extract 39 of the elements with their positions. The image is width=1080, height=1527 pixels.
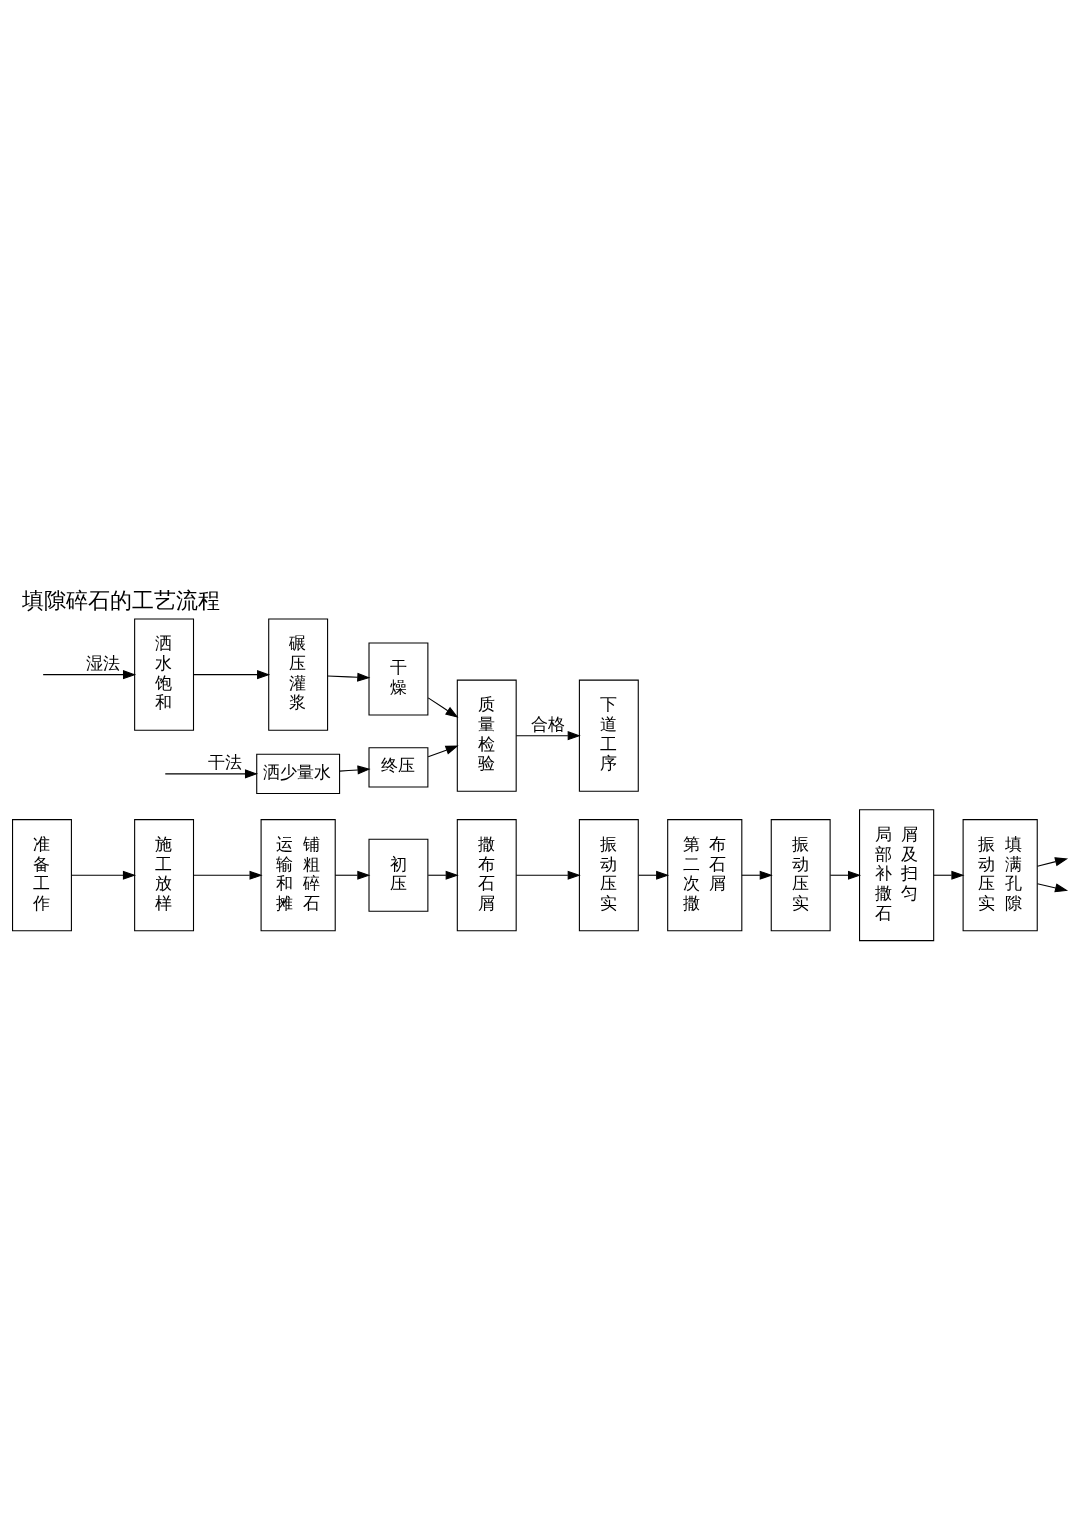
node-box: 撒布石屑 bbox=[456, 819, 517, 932]
node-box: 施工放样 bbox=[134, 819, 195, 932]
node-box: 下道工序 bbox=[578, 679, 639, 792]
arrow bbox=[327, 672, 371, 682]
diagram-title: 填隙碎石的工艺流程 bbox=[22, 588, 221, 614]
arrow bbox=[334, 870, 371, 880]
edge-label: 干法 bbox=[208, 752, 243, 773]
node-box: 振动压实 bbox=[770, 819, 831, 932]
arrow bbox=[427, 870, 459, 880]
arrow bbox=[164, 769, 259, 779]
node-box: 局部补撒石 屑及扫匀 bbox=[859, 809, 935, 942]
arrow bbox=[427, 697, 459, 718]
node-box: 干燥 bbox=[368, 642, 429, 716]
arrow bbox=[1036, 883, 1069, 893]
arrow bbox=[829, 870, 862, 880]
arrow bbox=[427, 745, 459, 758]
arrow bbox=[70, 870, 136, 880]
edge-label: 合格 bbox=[530, 714, 565, 735]
arrow bbox=[638, 870, 670, 880]
node-box: 洒少量水 bbox=[256, 753, 341, 795]
edge-label: 湿法 bbox=[86, 652, 121, 673]
node-box: 第二次撒 布石屑 bbox=[667, 819, 743, 932]
arrow bbox=[515, 731, 581, 741]
node-box: 质量检验 bbox=[456, 679, 517, 792]
arrow bbox=[193, 670, 271, 680]
arrow bbox=[515, 870, 581, 880]
arrow bbox=[1036, 857, 1069, 867]
node-box: 初压 bbox=[368, 838, 429, 912]
arrow bbox=[741, 870, 773, 880]
arrow bbox=[339, 765, 371, 775]
node-box: 准备工作 bbox=[12, 819, 72, 932]
node-box: 振动压实 填满孔隙 bbox=[962, 819, 1038, 932]
node-box: 洒水饱和 bbox=[134, 618, 195, 731]
arrow bbox=[193, 870, 263, 880]
node-box: 终压 bbox=[368, 747, 429, 788]
arrow bbox=[42, 670, 137, 680]
node-box: 碾压灌浆 bbox=[268, 618, 329, 731]
node-box: 振动压实 bbox=[578, 819, 639, 932]
node-box: 运输和摊 铺粗碎石 bbox=[260, 819, 336, 932]
